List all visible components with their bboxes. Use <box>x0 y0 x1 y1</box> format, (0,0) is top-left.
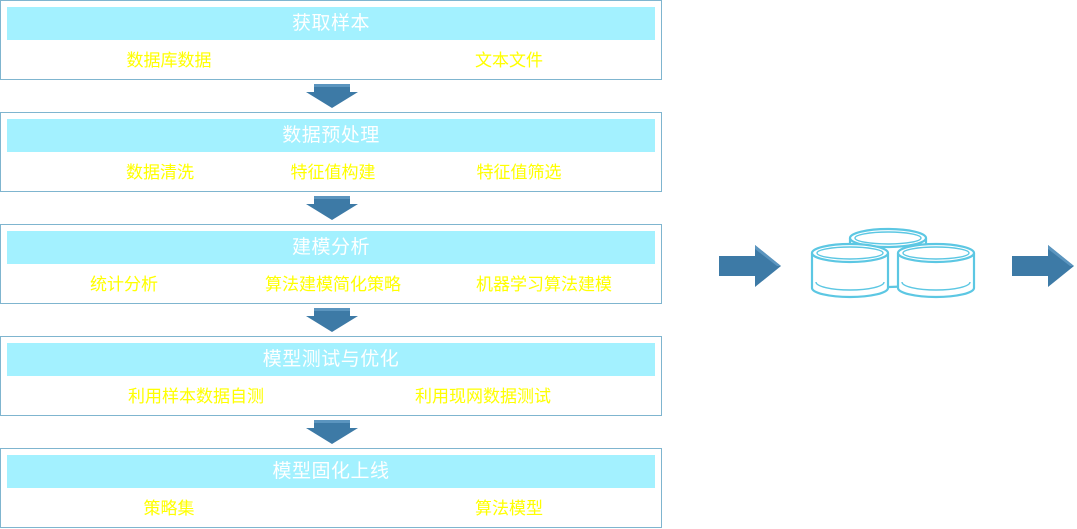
stage-item: 策略集 <box>143 499 195 519</box>
stage-item: 数据库数据 <box>126 51 212 71</box>
stage-item: 文本文件 <box>475 51 543 71</box>
stage-item: 利用样本数据自测 <box>128 387 264 407</box>
stage-title: 数据预处理 <box>7 119 655 152</box>
stage-item: 特征值构建 <box>290 163 376 183</box>
stage-title: 建模分析 <box>7 231 655 264</box>
stage-deploy: 模型固化上线 策略集 算法模型 <box>0 448 662 528</box>
process-flow: 获取样本 数据库数据 文本文件 数据预处理 数据清洗 特征值构建 特征值筛选 建… <box>0 0 662 528</box>
stage-get-samples: 获取样本 数据库数据 文本文件 <box>0 0 662 80</box>
stage-item: 算法建模简化策略 <box>265 275 401 295</box>
stage-preprocess: 数据预处理 数据清洗 特征值构建 特征值筛选 <box>0 112 662 192</box>
down-arrow-icon <box>306 420 358 444</box>
stage-item: 数据清洗 <box>126 163 194 183</box>
stage-title: 模型测试与优化 <box>7 343 655 376</box>
down-arrow-icon <box>306 308 358 332</box>
stage-modeling: 建模分析 统计分析 算法建模简化策略 机器学习算法建模 <box>0 224 662 304</box>
stage-item: 机器学习算法建模 <box>476 275 612 295</box>
right-arrow-icon <box>719 245 781 287</box>
down-arrow-icon <box>306 84 358 108</box>
right-arrow-icon <box>1012 245 1074 287</box>
stage-title: 模型固化上线 <box>7 455 655 488</box>
stage-title: 获取样本 <box>7 7 655 40</box>
database-cylinders-icon <box>808 226 978 304</box>
stage-item: 利用现网数据测试 <box>415 387 551 407</box>
stage-test-optimize: 模型测试与优化 利用样本数据自测 利用现网数据测试 <box>0 336 662 416</box>
stage-item: 算法模型 <box>475 499 543 519</box>
stage-item: 统计分析 <box>90 275 158 295</box>
down-arrow-icon <box>306 196 358 220</box>
stage-item: 特征值筛选 <box>476 163 562 183</box>
